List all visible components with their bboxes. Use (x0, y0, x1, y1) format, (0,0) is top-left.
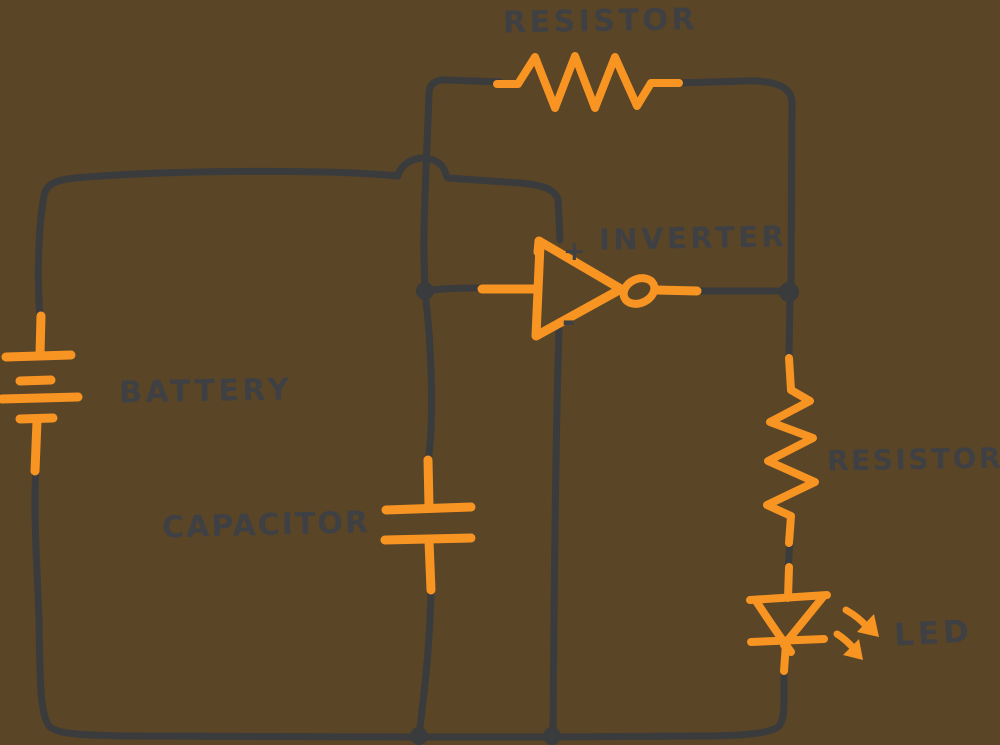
wire-capacitor-to-bottom (415, 585, 435, 740)
resistor-right-label: RESISTOR (827, 441, 1000, 477)
wire-inverter-minus-down (549, 326, 563, 740)
junction-dot (779, 282, 799, 302)
wire-feedback-right (674, 77, 796, 294)
battery-lead-top (35, 311, 46, 359)
inverter-plus-sign: + (563, 236, 586, 267)
inverter-bubble (619, 274, 659, 308)
resistor-top-label: RESISTOR (503, 2, 699, 40)
battery-plate-long (1, 350, 76, 362)
led-lead-bottom (780, 639, 790, 675)
wire-node-to-capacitor (421, 288, 436, 466)
resistor-symbol-right (763, 354, 819, 547)
resistor-symbol-top (493, 52, 683, 112)
led-arrow-heads (843, 614, 879, 660)
inverter-minus-sign: - (562, 302, 575, 340)
wire-node-to-resistor (785, 288, 794, 361)
capacitor-label: CAPACITOR (162, 505, 371, 545)
wires (31, 76, 796, 741)
capacitor-lead-top (423, 455, 434, 511)
capacitor-plate-top (381, 502, 476, 515)
led-light-arrow-head (857, 614, 879, 637)
junction-dot (416, 282, 434, 300)
battery-plate-long (0, 392, 83, 404)
junction-dot (410, 727, 428, 745)
led-light-arrow-head (843, 639, 863, 660)
battery-label: BATTERY (119, 372, 293, 410)
inverter-label: INVERTER (599, 219, 788, 256)
led-triangle-top (746, 591, 831, 604)
battery-plate-short (15, 375, 56, 386)
capacitor-symbol (380, 455, 476, 595)
resistor-zigzag (763, 354, 819, 547)
inverter-symbol (477, 236, 702, 341)
led-lead-top (784, 563, 793, 602)
wire-feedback-left (420, 76, 504, 295)
resistor-zigzag (493, 52, 683, 112)
led-label: LED (893, 614, 973, 654)
components (0, 52, 871, 675)
labels: RESISTOR INVERTER + - BATTERY CAPACITOR … (119, 2, 1000, 653)
junction-dot (543, 727, 561, 745)
battery-lead-bottom (30, 416, 42, 476)
capacitor-lead-bottom (424, 536, 436, 595)
battery-symbol (0, 311, 83, 476)
wire-bottom-rail (31, 466, 788, 741)
inverter-output-lead (651, 285, 702, 296)
junction-dots (410, 282, 799, 745)
wire-battery-to-inverter-plus (34, 154, 564, 322)
